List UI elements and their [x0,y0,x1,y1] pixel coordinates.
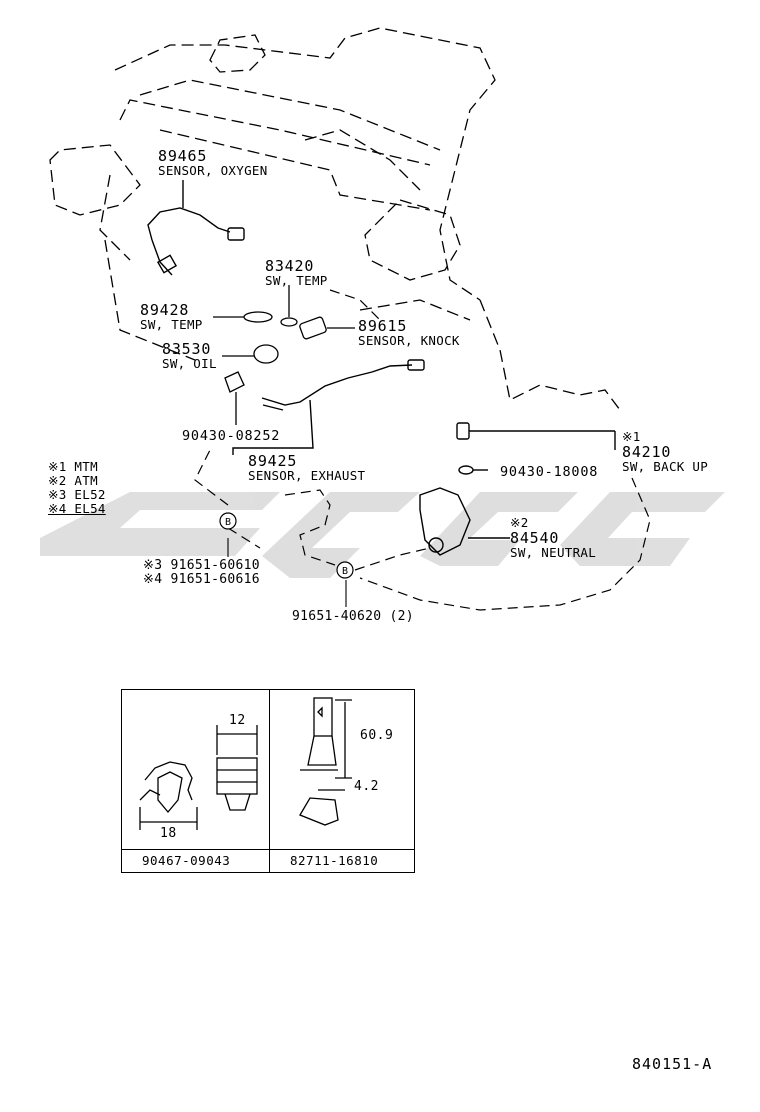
diagram-code: 840151-A [632,1055,713,1073]
part-name: SW, NEUTRAL [510,545,597,560]
legend-item: ※3 EL52 [48,487,106,502]
dim-length: 18 [160,826,177,841]
part-mark: ※1 [622,429,641,444]
temp-switch-1-label: 83420 SW, TEMP [265,258,328,288]
dim-height: 60.9 [360,728,394,743]
legend: ※1 MTM ※2 ATM ※3 EL52 ※4 EL54 [48,460,106,516]
callout-letter: B [342,566,348,577]
engine-outline [49,27,621,411]
legend-item: ※1 MTM [48,459,98,474]
backup-switch-label: ※1 84210 SW, BACK UP [622,430,708,474]
left-part-number: 90467-09043 [142,853,231,868]
clamp-b-text: 91651-40620 (2) [292,609,414,624]
dashed-connections [194,289,651,611]
dim-small: 4.2 [354,779,379,794]
clamp-a-line-2: ※4 91651-60616 [143,572,260,587]
oil-switch-label: 83530 SW, OIL [162,341,217,371]
table-row-divider [122,849,414,850]
temp-switch-2-label: 89428 SW, TEMP [140,302,203,332]
part-name: SW, TEMP [140,317,203,332]
watermark [40,492,725,578]
part-number: 89465 [158,147,208,165]
part-number: 90430-08252 [182,428,281,444]
part-name: SENSOR, OXYGEN [158,163,268,178]
knock-sensor-label: 89615 SENSOR, KNOCK [358,318,460,348]
reference-table: 90467-09043 82711-16810 [121,689,415,873]
part-name: SW, TEMP [265,273,328,288]
neutral-switch-label: ※2 84540 SW, NEUTRAL [510,516,596,560]
small-sensors-drawing [213,285,355,425]
clamp-b-label: 91651-40620 (2) [292,610,414,624]
exhaust-sensor-drawing [232,359,425,455]
exhaust-sensor-label: 89425 SENSOR, EXHAUST [248,453,365,483]
clip-drawing [139,725,258,830]
oxygen-sensor-label: 89465 SENSOR, OXYGEN [158,148,268,178]
oxygen-sensor-drawing [147,180,245,276]
part-name: SENSOR, KNOCK [358,333,460,348]
terminal-drawing [299,697,352,826]
gasket-2-label: 90430-18008 [500,464,598,480]
callout-b-1: B [219,512,237,530]
part-number: 90430-18008 [500,464,599,480]
leader-lines [227,538,347,607]
part-number: 89615 [358,317,408,335]
table-divider [269,690,270,872]
legend-item: ※2 ATM [48,473,98,488]
part-name: SW, OIL [162,356,217,371]
part-name: SENSOR, EXHAUST [248,468,366,483]
clamp-a-line-1: ※3 91651-60610 [143,558,260,573]
part-number: 89428 [140,301,190,319]
part-mark: ※2 [510,515,529,530]
part-number: 83530 [162,340,212,358]
part-name: SW, BACK UP [622,459,709,474]
callout-letter: B [225,517,231,528]
part-number: 83420 [265,257,315,275]
gasket-1-label: 90430-08252 [182,428,280,444]
part-number: 84540 [510,529,560,547]
part-number: 84210 [622,443,672,461]
dim-width: 12 [229,713,246,728]
part-number: 89425 [248,452,298,470]
clamp-a-label: ※3 91651-60610 ※4 91651-60616 [143,559,260,587]
callout-b-2: B [336,561,354,579]
switches-drawing [419,422,616,556]
legend-item: ※4 EL54 [48,501,106,516]
right-part-number: 82711-16810 [290,853,379,868]
